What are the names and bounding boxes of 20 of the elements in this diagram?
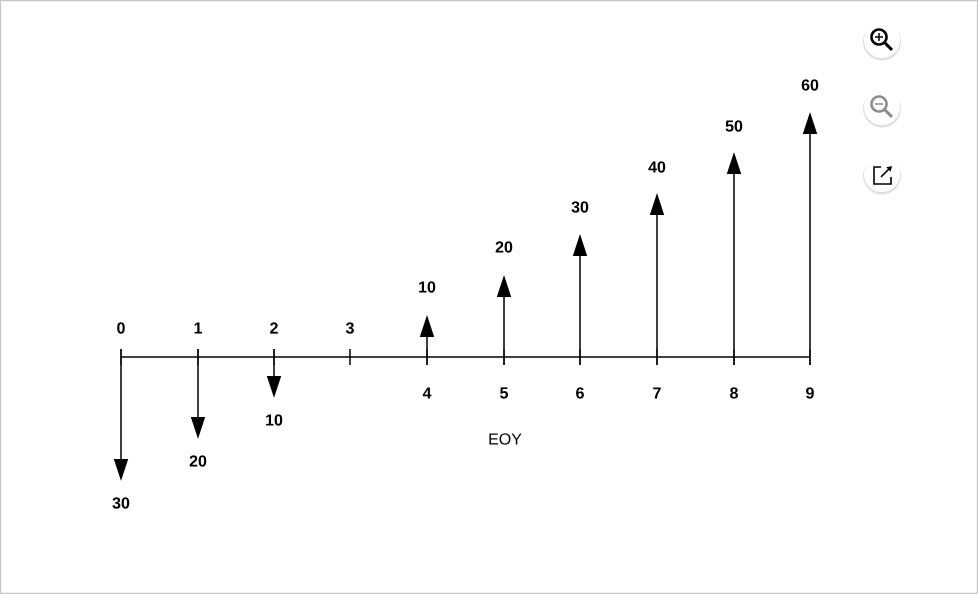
year-label: 8 <box>730 387 738 399</box>
amount-label: 30 <box>112 497 130 509</box>
amount-label: 10 <box>266 414 282 426</box>
year-label: 4 <box>422 387 432 398</box>
amount-label: 20 <box>190 455 206 467</box>
amount-label: 30 <box>571 201 588 213</box>
year-label: 1 <box>194 322 202 334</box>
year-label: 0 <box>117 322 125 334</box>
year-label: 3 <box>346 322 354 334</box>
amount-label: 60 <box>802 79 818 91</box>
amount-label: 40 <box>648 161 666 173</box>
amount-label: 20 <box>496 241 512 253</box>
amount-label: 10 <box>419 281 436 293</box>
year-label: 6 <box>576 387 584 399</box>
year-label: 2 <box>270 322 278 334</box>
amount-label: 50 <box>726 120 742 132</box>
year-label: 9 <box>806 387 814 399</box>
year-label: 5 <box>500 387 508 399</box>
axis-title: EOY <box>489 433 522 445</box>
year-label: 7 <box>653 387 661 398</box>
